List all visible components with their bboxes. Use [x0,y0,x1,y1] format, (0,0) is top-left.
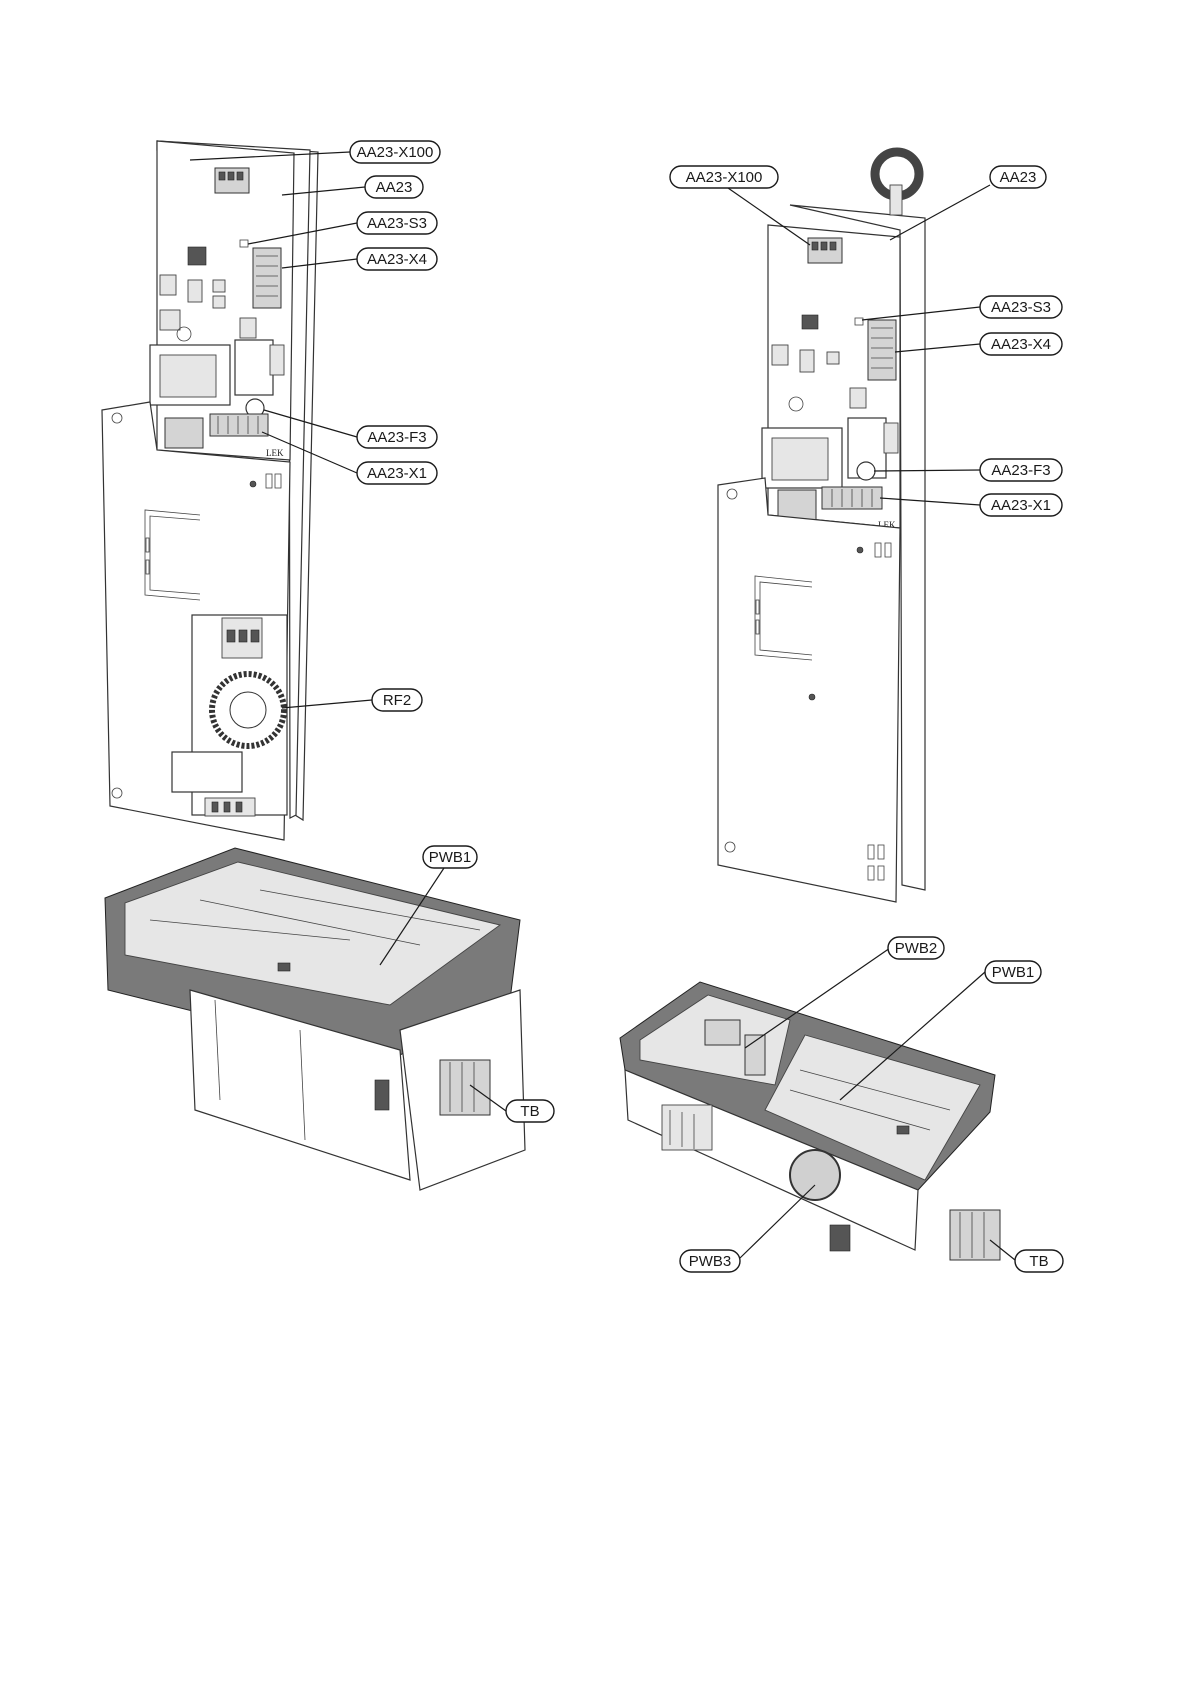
svg-text:PWB1: PWB1 [992,964,1035,981]
callout-left-aa23-x100: AA23-X100 [350,141,440,163]
callout-left-aa23-x4: AA23-X4 [357,248,437,270]
svg-text:AA23-S3: AA23-S3 [991,299,1051,316]
svg-text:AA23: AA23 [376,179,413,196]
svg-text:AA23-X100: AA23-X100 [357,144,434,161]
right-aa23-x4-connector [868,320,896,380]
svg-text:PWB1: PWB1 [429,849,472,866]
svg-text:PWB3: PWB3 [689,1253,732,1270]
svg-text:AA23-F3: AA23-F3 [367,429,426,446]
svg-text:RF2: RF2 [383,692,411,709]
svg-text:AA23-X1: AA23-X1 [367,465,427,482]
right-assembly: LEK [620,152,1000,1260]
svg-text:AA23-X100: AA23-X100 [686,169,763,186]
svg-text:AA23-X1: AA23-X1 [991,497,1051,514]
svg-text:TB: TB [520,1103,539,1120]
callout-right-tb: TB [1015,1250,1063,1272]
svg-text:AA23-X4: AA23-X4 [367,251,427,268]
callout-right-pwb2: PWB2 [888,937,944,959]
right-lower-board [718,478,900,902]
callout-right-aa23-x100: AA23-X100 [670,166,778,188]
callout-left-aa23-s3: AA23-S3 [357,212,437,234]
callout-right-aa23-x1: AA23-X1 [980,494,1062,516]
callout-left-aa23: AA23 [365,176,423,198]
callout-right-pwb1: PWB1 [985,961,1041,983]
callout-left-rf2: RF2 [372,689,422,711]
svg-text:AA23-X4: AA23-X4 [991,336,1051,353]
callout-right-aa23-s3: AA23-S3 [980,296,1062,318]
svg-text:TB: TB [1029,1253,1048,1270]
left-assembly: LEK [102,141,525,1190]
left-board-mark: LEK [266,448,284,458]
callout-right-aa23: AA23 [990,166,1046,188]
callout-right-aa23-x4: AA23-X4 [980,333,1062,355]
callout-left-tb: TB [506,1100,554,1122]
callout-right-pwb3: PWB3 [680,1250,740,1272]
left-aa23-x1-terminal [210,414,268,436]
svg-text:AA23-F3: AA23-F3 [991,462,1050,479]
right-pwb3-component [790,1150,840,1200]
callout-left-aa23-x1: AA23-X1 [357,462,437,484]
right-tb-terminal [950,1210,1000,1260]
right-aa23-f3-fuse [857,462,875,480]
left-tb-terminal [440,1060,490,1115]
callout-left-pwb1: PWB1 [423,846,477,868]
callout-left-aa23-f3: AA23-F3 [357,426,437,448]
svg-text:AA23-S3: AA23-S3 [367,215,427,232]
callout-right-aa23-f3: AA23-F3 [980,459,1062,481]
svg-text:AA23: AA23 [1000,169,1037,186]
svg-text:PWB2: PWB2 [895,940,938,957]
left-aa23-x4-connector [253,248,281,308]
